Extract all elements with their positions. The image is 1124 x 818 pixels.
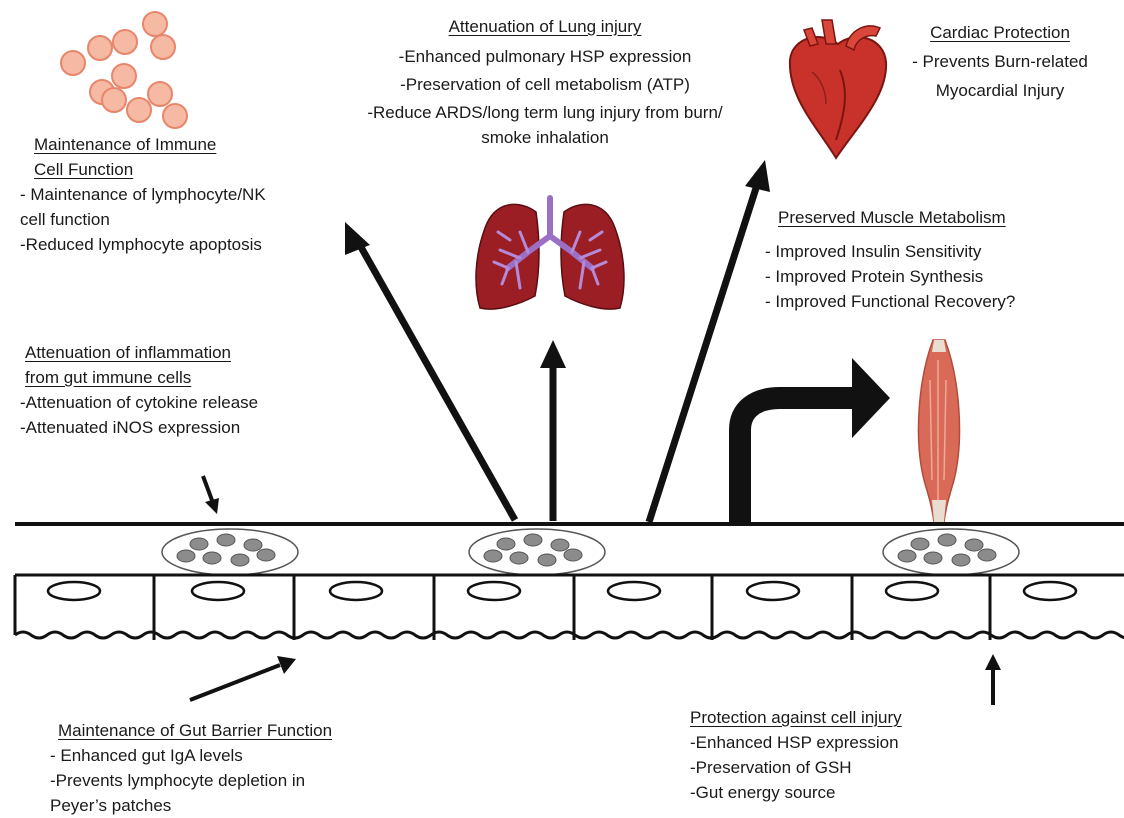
- block-line: cell function: [20, 207, 350, 232]
- arrow-to-barrier: [190, 656, 296, 700]
- arrow-to-patch: [203, 476, 219, 514]
- muscle-icon: [918, 340, 959, 522]
- block-line: smoke inhalation: [305, 125, 785, 150]
- block-line: Peyer’s patches: [50, 793, 430, 818]
- block-line: -Attenuated iNOS expression: [20, 415, 350, 440]
- block-line: Myocardial Injury: [895, 78, 1105, 103]
- gut-barrier-block: Maintenance of Gut Barrier Function - En…: [50, 718, 430, 818]
- block-title: Protection against cell injury: [690, 705, 1010, 730]
- epithelium: [15, 575, 1124, 640]
- block-title: Cardiac Protection: [895, 20, 1105, 45]
- cell-injury-block: Protection against cell injury -Enhanced…: [690, 705, 1010, 805]
- block-title: Cell Function: [20, 157, 350, 182]
- block-line: - Enhanced gut IgA levels: [50, 743, 430, 768]
- block-title: Maintenance of Gut Barrier Function: [50, 718, 430, 743]
- block-line: -Enhanced pulmonary HSP expression: [305, 44, 785, 69]
- block-title: from gut immune cells: [20, 365, 350, 390]
- block-title: Maintenance of Immune: [20, 132, 350, 157]
- immune-function-block: Maintenance of Immune Cell Function - Ma…: [20, 132, 350, 257]
- arrow-to-heart: [649, 160, 770, 522]
- bacteria-cluster-icon: [61, 12, 187, 128]
- arrow-to-muscle: [740, 358, 890, 522]
- lung-injury-block: Attenuation of Lung injury -Enhanced pul…: [305, 14, 785, 150]
- block-line: -Attenuation of cytokine release: [20, 390, 350, 415]
- block-title: Preserved Muscle Metabolism: [765, 205, 1095, 230]
- peyers-patch-icon: [162, 529, 298, 575]
- block-line: -Preservation of cell metabolism (ATP): [305, 72, 785, 97]
- block-line: -Preservation of GSH: [690, 755, 1010, 780]
- block-title: Attenuation of inflammation: [20, 340, 350, 365]
- peyers-patch-icon: [469, 529, 605, 575]
- muscle-metabolism-block: Preserved Muscle Metabolism - Improved I…: [765, 205, 1095, 314]
- block-line: -Reduced lymphocyte apoptosis: [20, 232, 350, 257]
- block-line: -Reduce ARDS/long term lung injury from …: [305, 100, 785, 125]
- heart-icon: [790, 20, 886, 158]
- block-title: Attenuation of Lung injury: [305, 14, 785, 39]
- peyers-patch-icon: [883, 529, 1019, 575]
- block-line: - Improved Functional Recovery?: [765, 289, 1095, 314]
- cardiac-protection-block: Cardiac Protection - Prevents Burn-relat…: [895, 20, 1105, 103]
- block-line: -Prevents lymphocyte depletion in: [50, 768, 430, 793]
- block-line: -Enhanced HSP expression: [690, 730, 1010, 755]
- block-line: -Gut energy source: [690, 780, 1010, 805]
- inflammation-block: Attenuation of inflammation from gut imm…: [20, 340, 350, 440]
- lungs-icon: [476, 198, 624, 309]
- block-line: - Improved Protein Synthesis: [765, 264, 1095, 289]
- block-line: - Improved Insulin Sensitivity: [765, 239, 1095, 264]
- arrow-to-cell: [985, 654, 1001, 705]
- arrow-to-lungs: [540, 340, 566, 521]
- block-line: - Maintenance of lymphocyte/NK: [20, 182, 350, 207]
- block-line: - Prevents Burn-related: [895, 49, 1105, 74]
